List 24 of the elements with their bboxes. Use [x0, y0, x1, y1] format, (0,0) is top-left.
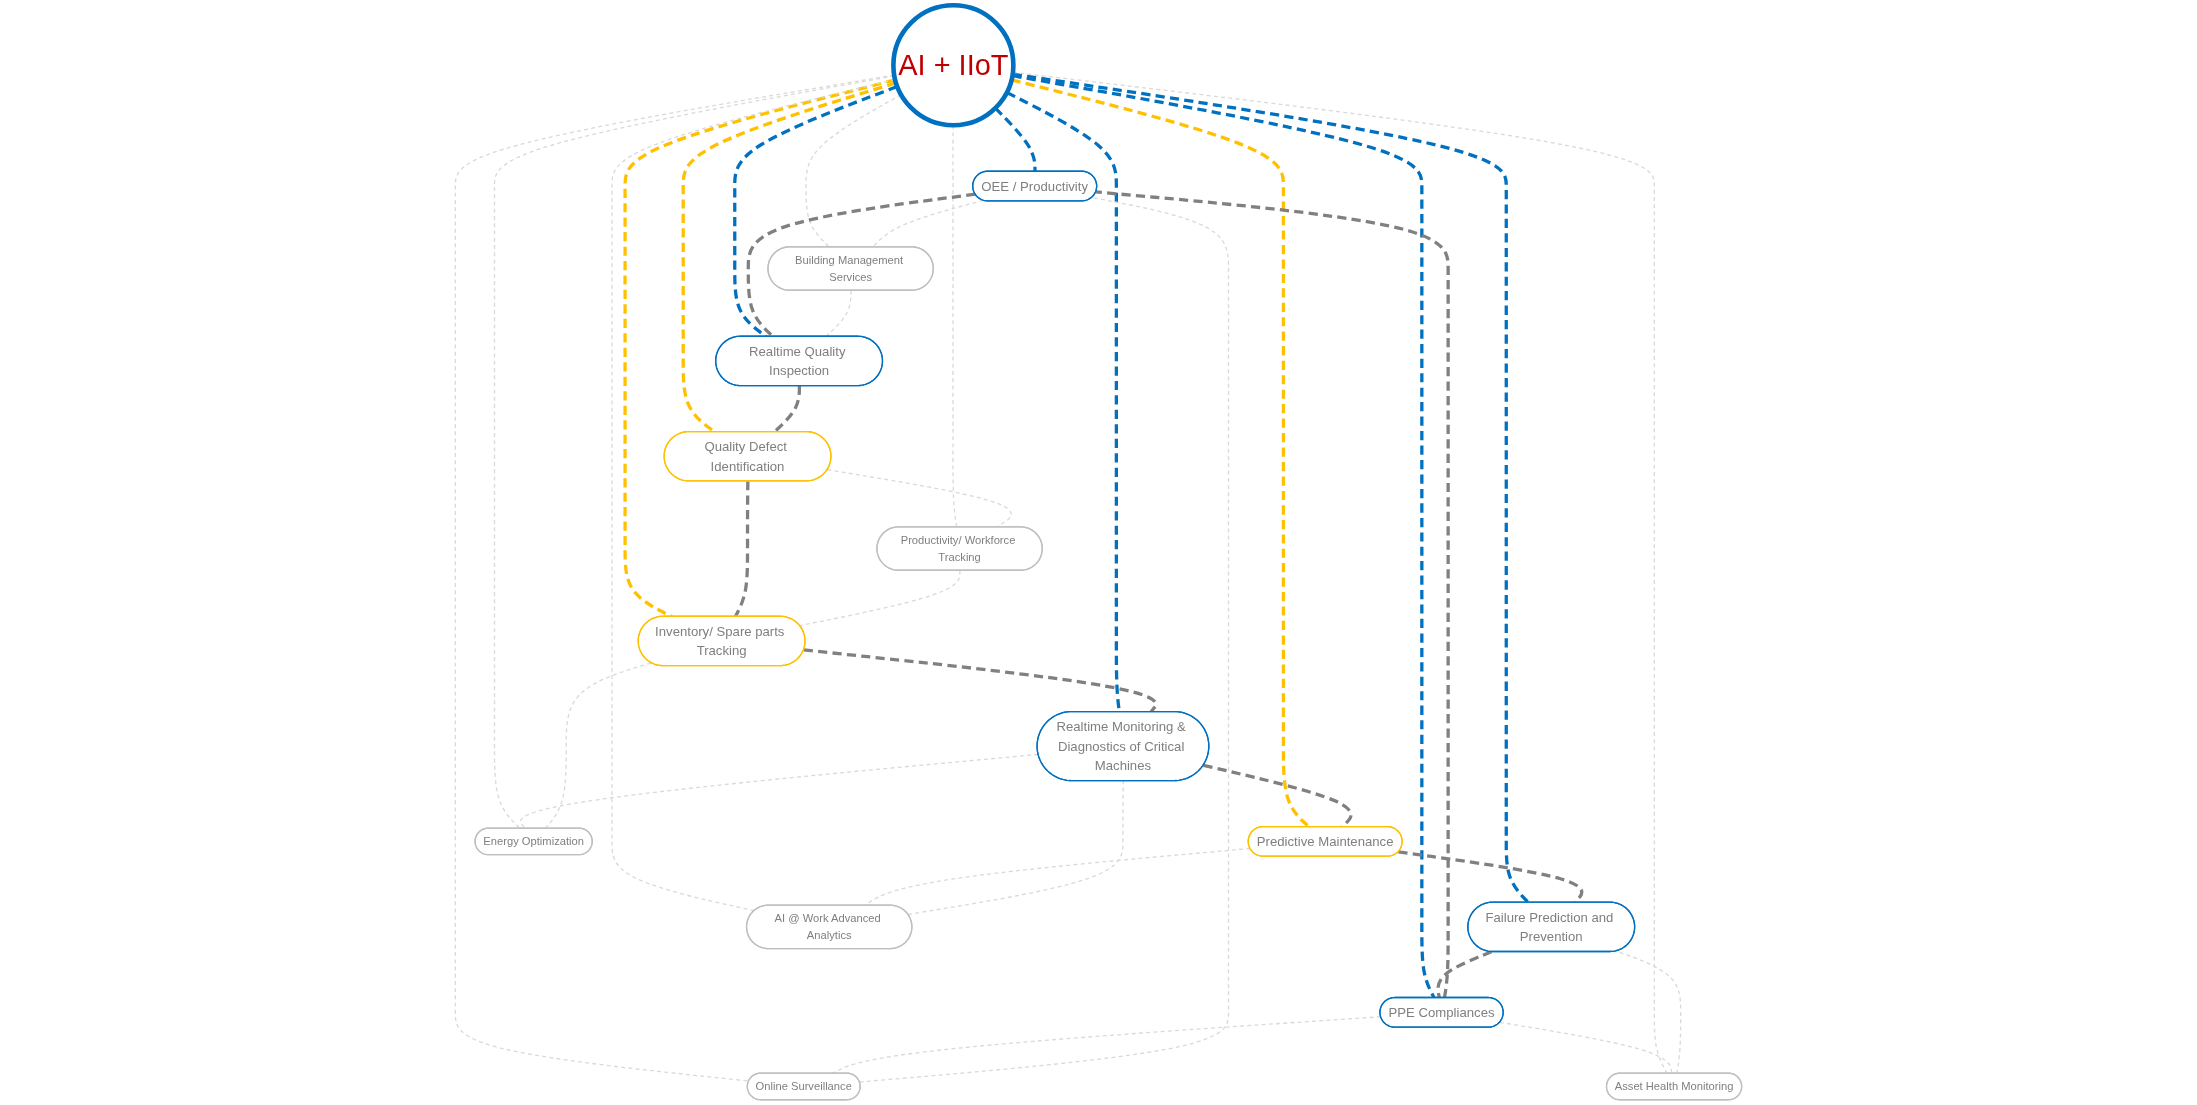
- connector: [994, 106, 1037, 172]
- connector: [520, 753, 1039, 830]
- connector: [799, 569, 961, 627]
- connector: [803, 648, 1158, 713]
- connector: [1436, 950, 1493, 999]
- connector: [826, 469, 1012, 528]
- connector: [907, 780, 1124, 916]
- connector: [1012, 71, 1668, 1075]
- connector: [1398, 850, 1584, 904]
- node-circle: AI + IIoT: [891, 2, 1016, 128]
- connector: [746, 192, 976, 338]
- connector: [1499, 1021, 1673, 1075]
- connector: [1012, 74, 1436, 999]
- connector: [544, 662, 653, 830]
- connector: [1012, 72, 1530, 904]
- connector: [1095, 190, 1450, 999]
- connector: [611, 78, 896, 912]
- connector: [493, 75, 895, 830]
- connector: [733, 85, 898, 338]
- connector: [825, 289, 852, 338]
- connector: [733, 481, 750, 618]
- connector: [454, 74, 895, 1082]
- connector: [871, 199, 984, 248]
- connector: [858, 196, 1230, 1083]
